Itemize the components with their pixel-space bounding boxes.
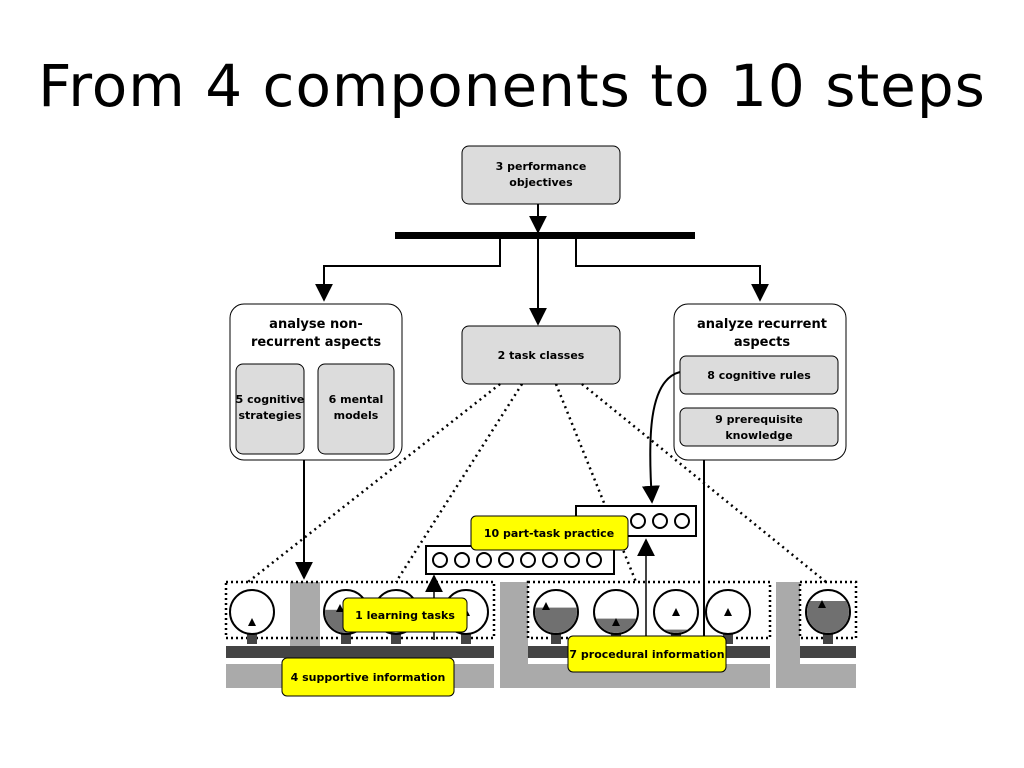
small-circle-icon [542, 552, 558, 568]
slide-title: From 4 components to 10 steps [38, 52, 986, 120]
cognitive-rules-arrow [641, 371, 681, 504]
part-task-practice-label: 10 part-task practice [484, 527, 614, 540]
cognitive-strategies-label-1: 5 cognitive [236, 393, 305, 406]
procedural-information-label: 7 procedural information [569, 648, 724, 661]
learning-task-circle-icon [805, 589, 851, 644]
small-circle-icon [432, 552, 448, 568]
mental-models-label-1: 6 mental [329, 393, 384, 406]
performance-objectives-label-2: objectives [509, 176, 573, 189]
distribution-bar [395, 232, 695, 239]
recurrent-title-2: aspects [734, 335, 791, 350]
learning-task-circle-icon [705, 589, 751, 644]
learning-task-circles [229, 589, 851, 644]
floor-right [776, 664, 856, 688]
small-circle-icon [520, 552, 536, 568]
nonrecurrent-title-2: recurrent aspects [251, 335, 381, 350]
small-circle-icon [674, 513, 690, 529]
supportive-bar-left [290, 582, 320, 652]
cognitive-rules-box [679, 355, 839, 395]
cognitive-strategies-label-2: strategies [238, 409, 301, 422]
mental-models-label-2: models [334, 409, 379, 422]
small-circle-icon [498, 552, 514, 568]
task-classes-label: 2 task classes [498, 349, 585, 362]
performance-objectives-label-1: 3 performance [496, 160, 587, 173]
learning-tasks-label: 1 learning tasks [355, 609, 455, 622]
track-left [226, 646, 494, 658]
small-circle-icon [564, 552, 580, 568]
small-circle-icon [652, 513, 668, 529]
small-circle-icon [476, 552, 492, 568]
cognitive-strategies-box [235, 363, 305, 455]
prerequisite-knowledge-label-1: 9 prerequisite [715, 413, 803, 426]
prerequisite-knowledge-label-2: knowledge [725, 429, 792, 442]
performance-objectives-box [461, 145, 621, 205]
cognitive-rules-label: 8 cognitive rules [707, 369, 811, 382]
task-class-box-1 [224, 580, 496, 640]
supportive-information-label-box [281, 657, 455, 697]
small-circle-icon [586, 552, 602, 568]
learning-tasks-label-box [342, 597, 468, 633]
task-classes-box [461, 325, 621, 385]
nonrecurrent-title-1: analyse non- [269, 317, 363, 332]
small-circle-icon [630, 513, 646, 529]
part-task-practice-label-box [470, 515, 629, 551]
prerequisite-knowledge-box [679, 407, 839, 447]
procedural-information-label-box [567, 635, 727, 673]
task-class-box-2 [526, 580, 772, 640]
track-right [800, 646, 856, 658]
mental-models-box [317, 363, 395, 455]
small-circle-icon [454, 552, 470, 568]
recurrent-title-1: analyze recurrent [697, 317, 827, 332]
learning-task-circle-icon [229, 589, 275, 644]
learning-task-circle-icon [533, 589, 579, 644]
practice-item-circles [432, 513, 690, 568]
supportive-information-label: 4 supportive information [291, 671, 446, 684]
